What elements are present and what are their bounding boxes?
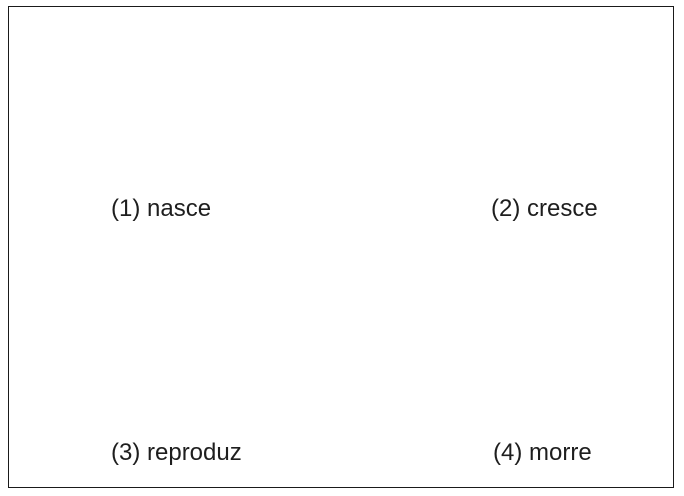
stage-3-caption: (3) reproduz [111, 439, 242, 467]
figure-frame: (1) nasce (2) cresce [8, 6, 674, 488]
stage-2-caption: (2) cresce [491, 195, 598, 223]
stage-1-caption: (1) nasce [111, 195, 211, 223]
stage-4-caption: (4) morre [493, 439, 592, 467]
